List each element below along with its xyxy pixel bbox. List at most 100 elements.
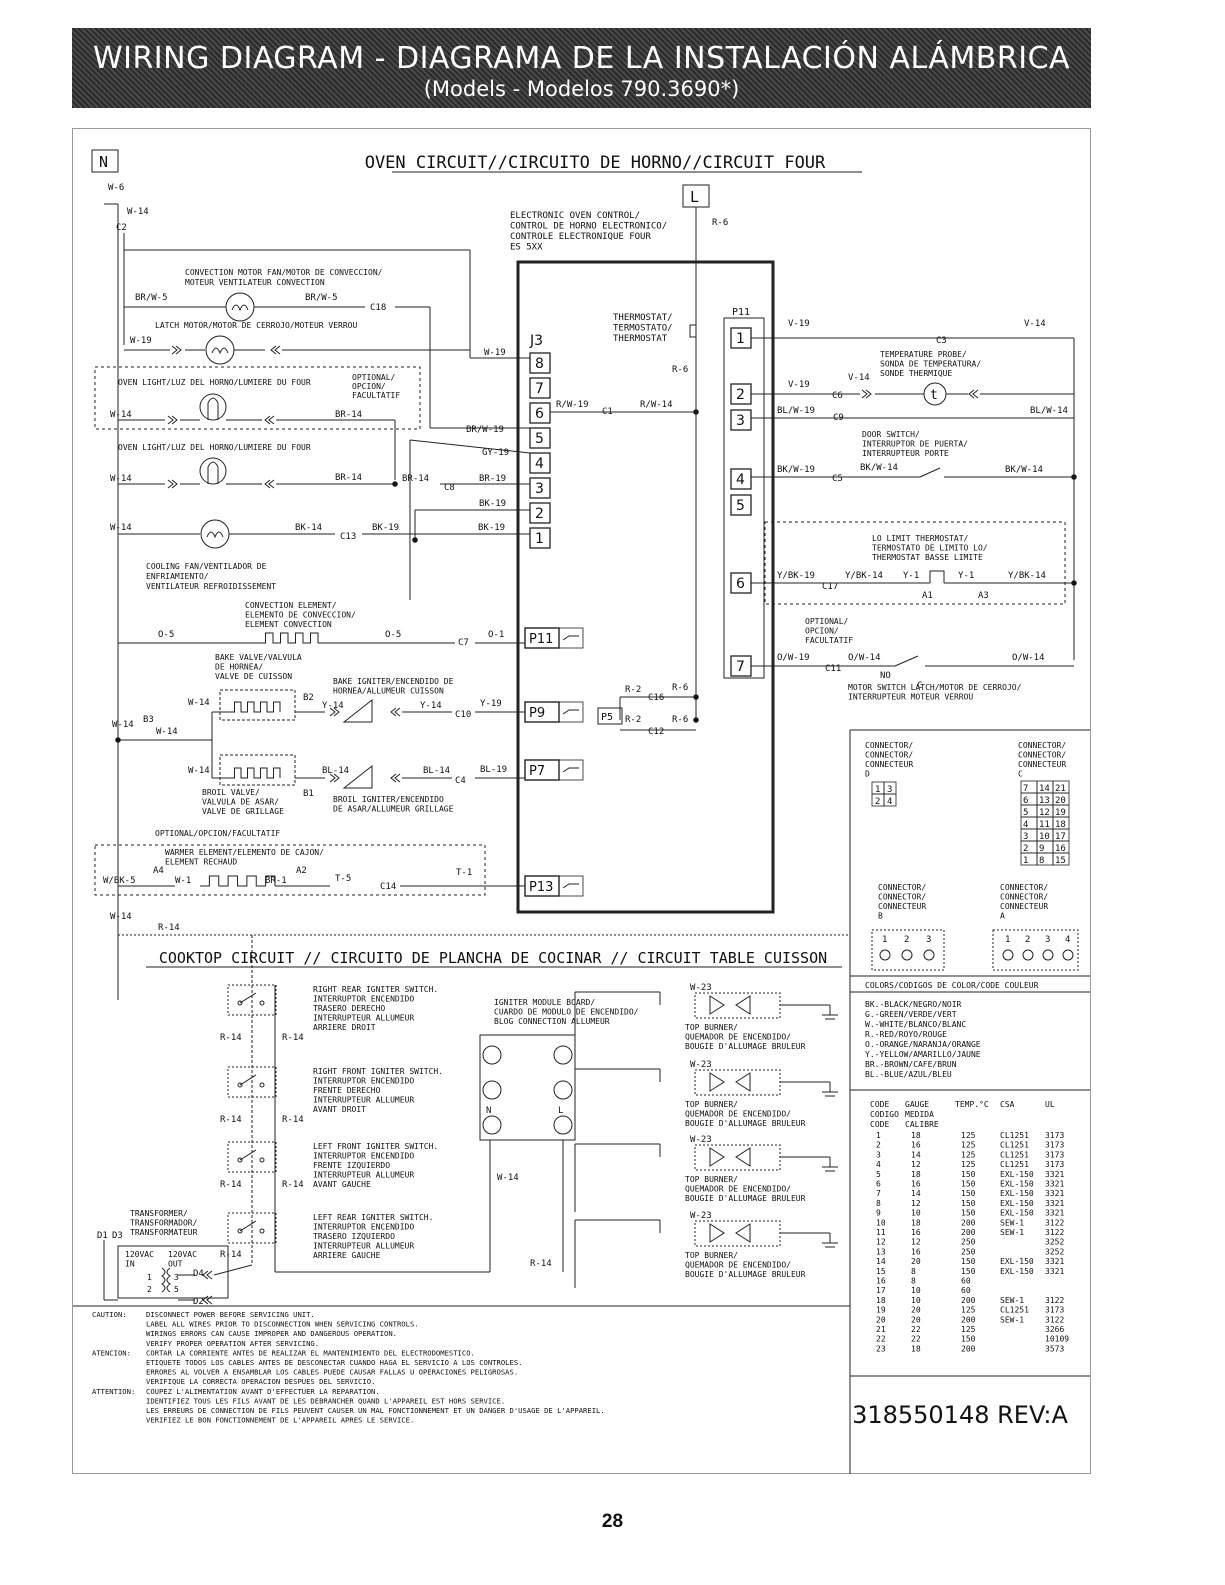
igniter-electrode [709, 1147, 725, 1167]
temperature-probe-label: SONDA DE TEMPERATURA/ [880, 360, 981, 369]
connector-b-label: B [878, 912, 883, 921]
gauge-table-cell: 20 [911, 1315, 921, 1324]
gauge-table-cell: 15 [876, 1267, 886, 1276]
gauge-table-cell: 9 [876, 1209, 881, 1218]
connector-a-pin: 1 [1005, 935, 1010, 945]
igniter-switch-3-label: LEFT REAR IGNITER SWITCH. [313, 1213, 433, 1222]
switch-contact [237, 1082, 243, 1088]
optional-light-box [94, 366, 421, 430]
gauge-table-cell: 16 [911, 1228, 921, 1237]
broil-valve-coil [228, 767, 281, 779]
gauge-table-cell: 125 [961, 1160, 976, 1169]
wire-label: BR/W-19 [466, 425, 504, 435]
connector-b-pin: 2 [904, 935, 909, 945]
wire-label: W-14 [127, 207, 149, 217]
wire-label: W-14 [497, 1173, 519, 1183]
broil-valve-label: VALVE DE GRILLAGE [202, 807, 284, 816]
connector-label: A3 [978, 591, 989, 601]
gauge-table-cell: 20 [911, 1257, 921, 1266]
igniter-switch-3-label: INTERRUPTOR ENCENDIDO [313, 1223, 414, 1232]
connector-label: B1 [303, 789, 314, 799]
wire-label: W-23 [690, 1135, 712, 1145]
electronic-oven-control-label: ES 5XX [510, 243, 543, 253]
module-terminal [482, 1045, 502, 1065]
connector-c-pin: 12 [1039, 808, 1050, 818]
connector-symbol [264, 415, 275, 425]
gauge-table-cell: 12 [911, 1199, 921, 1208]
connector-c-pin: 17 [1055, 832, 1066, 842]
lo-limit-label: LO LIMIT THERMOSTAT/ [872, 534, 969, 543]
connector-symbol [270, 345, 281, 355]
p11-connector-block [723, 317, 765, 679]
connector-c-pin: 2 [1023, 844, 1028, 854]
connector-label: C6 [832, 391, 843, 401]
wire-label: Y-14 [420, 701, 442, 711]
wire-label: R/W-14 [640, 400, 673, 410]
relay-p9-label: P9 [529, 706, 545, 721]
gauge-table-cell: 22 [876, 1335, 886, 1344]
connector-label: A1 [922, 591, 933, 601]
door-switch-label: DOOR SWITCH/ [862, 430, 920, 439]
wire-label: W-14 [156, 727, 178, 737]
broil-igniter-label: DE ASAR/ALLUMEUR GRILLAGE [333, 805, 454, 814]
bake-valve-coil [228, 701, 281, 713]
p11-pin-label: 2 [736, 387, 745, 403]
connector-label: C12 [648, 727, 664, 737]
igniter-switch-2-label: AVANT GAUCHE [313, 1180, 371, 1189]
caution-line: LABEL ALL WIRES PRIOR TO DISCONNECTION W… [146, 1320, 419, 1329]
wire-label: Y-14 [322, 701, 344, 711]
relay-p9-contact [558, 701, 584, 723]
gauge-table-cell: 125 [961, 1325, 976, 1334]
gauge-table-header: CSA [1000, 1100, 1015, 1109]
top-burner-3-label: TOP BURNER/ [685, 1251, 738, 1260]
caution-heading: CAUTION: [92, 1310, 127, 1319]
connector-label: C5 [832, 474, 843, 484]
gauge-table-cell: 3122 [1045, 1296, 1064, 1305]
relay-p11-label: P11 [529, 632, 553, 647]
connector-label: C17 [822, 582, 838, 592]
gauge-table-cell: 16 [911, 1141, 921, 1150]
igniter-switch-1-label: INTERRUPTOR ENCENDIDO [313, 1077, 414, 1086]
connector-c-pin: 3 [1023, 832, 1028, 842]
connector-a-socket [1062, 949, 1074, 961]
top-burner-1-label: BOUGIE D'ALLUMAGE BRULEUR [685, 1119, 806, 1128]
wire-label: BL-14 [423, 766, 450, 776]
caution-heading: ATENCION: [92, 1348, 131, 1357]
wire-label: R-14 [220, 1033, 242, 1043]
wire [213, 1264, 253, 1276]
module-terminal [482, 1080, 502, 1100]
j3-pin-2 [529, 502, 551, 524]
connector-label: A4 [153, 866, 164, 876]
color-code-item: BR.-BROWN/CAFE/BRUN [865, 1060, 957, 1069]
oven-light-1-label: OVEN LIGHT/LUZ DEL HORNO/LUMIERE DU FOUR [118, 378, 311, 387]
diagram-title: WIRING DIAGRAM - DIAGRAMA DE LA INSTALAC… [92, 41, 1071, 76]
gauge-table-header: CODE [870, 1120, 889, 1129]
connector-symbol [390, 707, 401, 717]
j3-pin-label: 1 [535, 531, 544, 547]
gauge-table-cell: 12 [876, 1238, 886, 1247]
igniter-module-label: CUARDO DE MODULO DE ENCENDIDO/ [494, 1008, 639, 1017]
gauge-table-cell: 8 [876, 1199, 881, 1208]
gauge-table-cell: 3173 [1045, 1141, 1064, 1150]
gauge-table-cell: SEW-1 [1000, 1315, 1024, 1324]
wire-label: W-19 [130, 336, 152, 346]
wire-label: R-14 [530, 1259, 552, 1269]
j3-pin-5 [529, 427, 551, 449]
connector-symbol [968, 389, 979, 399]
lo-limit-box [764, 521, 1066, 605]
junction-dot [392, 481, 398, 487]
igniter-switch-0-label: INTERRUPTEUR ALLUMEUR [313, 1014, 414, 1023]
gauge-table-cell: 20 [911, 1306, 921, 1315]
part-number: 318550148 REV:A [852, 1401, 1068, 1429]
diagram-frame [72, 128, 1091, 1474]
transformer-label: TRANSFORMATEUR [130, 1228, 198, 1237]
connector-label: A2 [296, 866, 307, 876]
warmer-element-label: ELEMENT RECHAUD [165, 858, 237, 867]
gauge-table-cell: 250 [961, 1238, 976, 1247]
caution-line: ERRORES AL VOLVER A ENSAMBLAR LOS CABLES… [146, 1368, 518, 1377]
connector-label: C8 [444, 483, 455, 493]
door-switch-icon [919, 467, 941, 478]
junction-dot [1071, 474, 1077, 480]
gauge-table-cell: 3122 [1045, 1315, 1064, 1324]
gauge-table-cell: 3252 [1045, 1238, 1064, 1247]
